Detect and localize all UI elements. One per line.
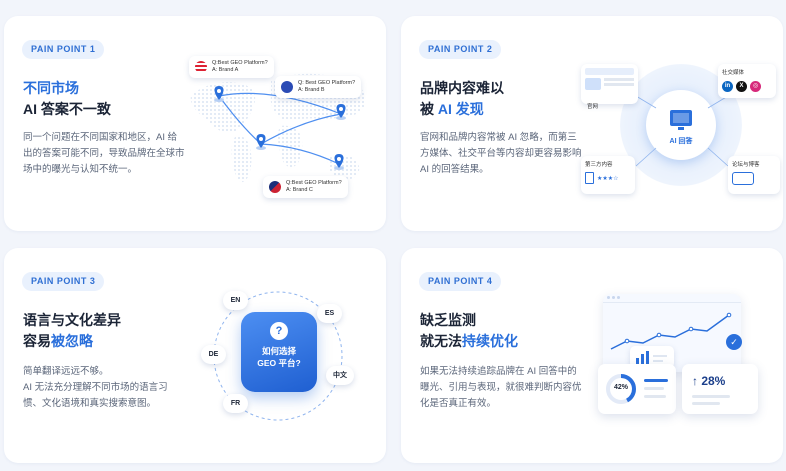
eu-flag-icon <box>281 81 293 93</box>
source-forum-blog: 论坛与博客 <box>728 156 780 194</box>
lang-tag-de: DE <box>201 345 226 364</box>
pain-point-badge: PAIN POINT 4 <box>419 272 502 291</box>
card-description: 同一个问题在不同国家和地区，AI 给出的答案可能不同，导致品牌在全球市场中的曝光… <box>23 132 185 175</box>
source-website-label: 官网 <box>587 104 599 110</box>
donut-progress-icon <box>606 374 636 404</box>
source-social-media: 社交媒体 in X ◎ <box>718 64 776 98</box>
title-line-2a: 容易 <box>23 333 51 349</box>
pain-point-card-1: PAIN POINT 1 不同市场 AI 答案不一致 同一个问题在不同国家和地区… <box>4 16 386 231</box>
location-pin-icon <box>336 104 346 120</box>
document-icon <box>585 172 594 184</box>
check-icon: ✓ <box>726 334 742 350</box>
source-website: 官网 <box>581 64 638 110</box>
ai-answer-label: AI 回答 <box>669 138 693 145</box>
monitoring-dashboard-illustration: ✓ 42% ↑ 28% <box>578 248 783 463</box>
title-line-1: 缺乏监测 <box>420 312 476 328</box>
connector-arrows <box>635 95 729 167</box>
pain-point-card-2: PAIN POINT 2 品牌内容难以 被 AI 发现 官网和品牌内容常被 AI… <box>401 16 783 231</box>
card-title: 不同市场 AI 答案不一致 <box>23 78 111 120</box>
bubble-line-1: 如何选择 <box>261 346 296 356</box>
title-line-2b: 被忽略 <box>51 333 93 349</box>
card-title: 品牌内容难以 被 AI 发现 <box>420 78 504 120</box>
bubble-question: Q:Best GEO Platform? <box>286 180 342 186</box>
answer-bubble-brand-a: Q:Best GEO Platform?A: Brand A <box>189 56 274 78</box>
source-forum-label: 论坛与博客 <box>732 162 760 168</box>
title-line-1: 不同市场 <box>23 80 79 96</box>
instagram-icon: ◎ <box>750 81 761 92</box>
card-title: 缺乏监测 就无法持续优化 <box>420 310 518 352</box>
title-line-2: AI 答案不一致 <box>23 101 111 117</box>
location-pin-icon <box>334 154 344 170</box>
title-line-1: 品牌内容难以 <box>420 80 504 96</box>
location-pin-icon <box>214 86 224 102</box>
pain-point-card-4: PAIN POINT 4 缺乏监测 就无法持续优化 如果无法持续追踪品牌在 AI… <box>401 248 783 463</box>
world-map-illustration: Q:Best GEO Platform?A: Brand A Q: Best G… <box>181 16 386 231</box>
desc-line-1: 简单翻译远远不够。 <box>23 366 109 377</box>
monitor-icon <box>670 110 692 130</box>
card-description: 如果无法持续追踪品牌在 AI 回答中的曝光、引用与表现，就很难判断内容优化是否真… <box>420 366 582 409</box>
title-line-2a: 就无法 <box>420 333 462 349</box>
bubble-question: Q:Best GEO Platform? <box>212 60 268 66</box>
language-illustration: ? 如何选择 GEO 平台? EN ES DE 中文 FR <box>181 248 386 463</box>
linkedin-icon: in <box>722 81 733 92</box>
dashboard-window <box>603 294 741 372</box>
bubble-answer: A: Brand C <box>286 187 313 193</box>
lang-tag-es: ES <box>317 304 342 323</box>
x-icon: X <box>736 81 747 92</box>
desc-line-2: AI 无法充分理解不同市场的语言习惯、文化语境和真实搜索意图。 <box>23 382 168 409</box>
pain-point-badge: PAIN POINT 3 <box>22 272 105 291</box>
answer-bubble-brand-c: Q:Best GEO Platform?A: Brand C <box>263 176 348 198</box>
bar-chart-icon <box>636 351 667 365</box>
bubble-question: Q: Best GEO Platform? <box>298 80 356 86</box>
location-pin-icon <box>256 134 266 150</box>
title-line-1: 语言与文化差异 <box>23 312 121 328</box>
answer-bubble-brand-b: Q: Best GEO Platform?A: Brand B <box>275 76 362 98</box>
question-mark-icon: ? <box>270 322 288 340</box>
card-title: 语言与文化差异 容易被忽略 <box>23 310 121 352</box>
bubble-answer: A: Brand B <box>298 87 325 93</box>
growth-value: ↑ 28% <box>692 374 726 388</box>
source-third-party-label: 第三方内容 <box>585 162 613 168</box>
percent-stat-card: 42% <box>598 364 676 414</box>
us-flag-icon <box>195 61 207 73</box>
trend-line-chart-icon <box>610 312 732 350</box>
title-line-2b: 持续优化 <box>462 333 518 349</box>
bar-chart-card <box>630 346 674 368</box>
title-line-2a: 被 <box>420 101 438 117</box>
pain-point-badge: PAIN POINT 2 <box>419 40 502 59</box>
lang-tag-en: EN <box>223 291 248 310</box>
source-third-party: 第三方内容 ★★★☆ <box>581 156 635 194</box>
percent-value: 42% <box>613 384 628 391</box>
chat-icon <box>732 172 754 185</box>
bubble-answer: A: Brand A <box>212 67 239 73</box>
question-bubble: ? 如何选择 GEO 平台? <box>241 312 317 392</box>
title-line-2b: AI 发现 <box>437 101 484 117</box>
ai-answer-hub: AI 回答 <box>646 90 716 160</box>
bubble-line-2: GEO 平台? <box>257 358 301 368</box>
rating-stars-icon: ★★★☆ <box>597 175 619 182</box>
source-social-label: 社交媒体 <box>722 70 745 76</box>
pain-point-badge: PAIN POINT 1 <box>22 40 105 59</box>
lang-tag-fr: FR <box>223 394 248 413</box>
ai-answer-sources-illustration: AI 回答 官网 社交媒体 in X ◎ 第三方内容 ★★★☆ <box>578 16 783 231</box>
pain-point-card-3: PAIN POINT 3 语言与文化差异 容易被忽略 简单翻译远远不够。 AI … <box>4 248 386 463</box>
lang-tag-zh: 中文 <box>326 366 354 385</box>
au-flag-icon <box>269 181 281 193</box>
growth-stat-card: ↑ 28% <box>682 364 758 414</box>
card-description: 简单翻译远远不够。 AI 无法充分理解不同市场的语言习惯、文化语境和真实搜索意图… <box>23 364 185 412</box>
card-description: 官网和品牌内容常被 AI 忽略，而第三方媒体、社交平台等内容却更容易影响 AI … <box>420 132 582 175</box>
world-map-icon <box>190 73 367 183</box>
